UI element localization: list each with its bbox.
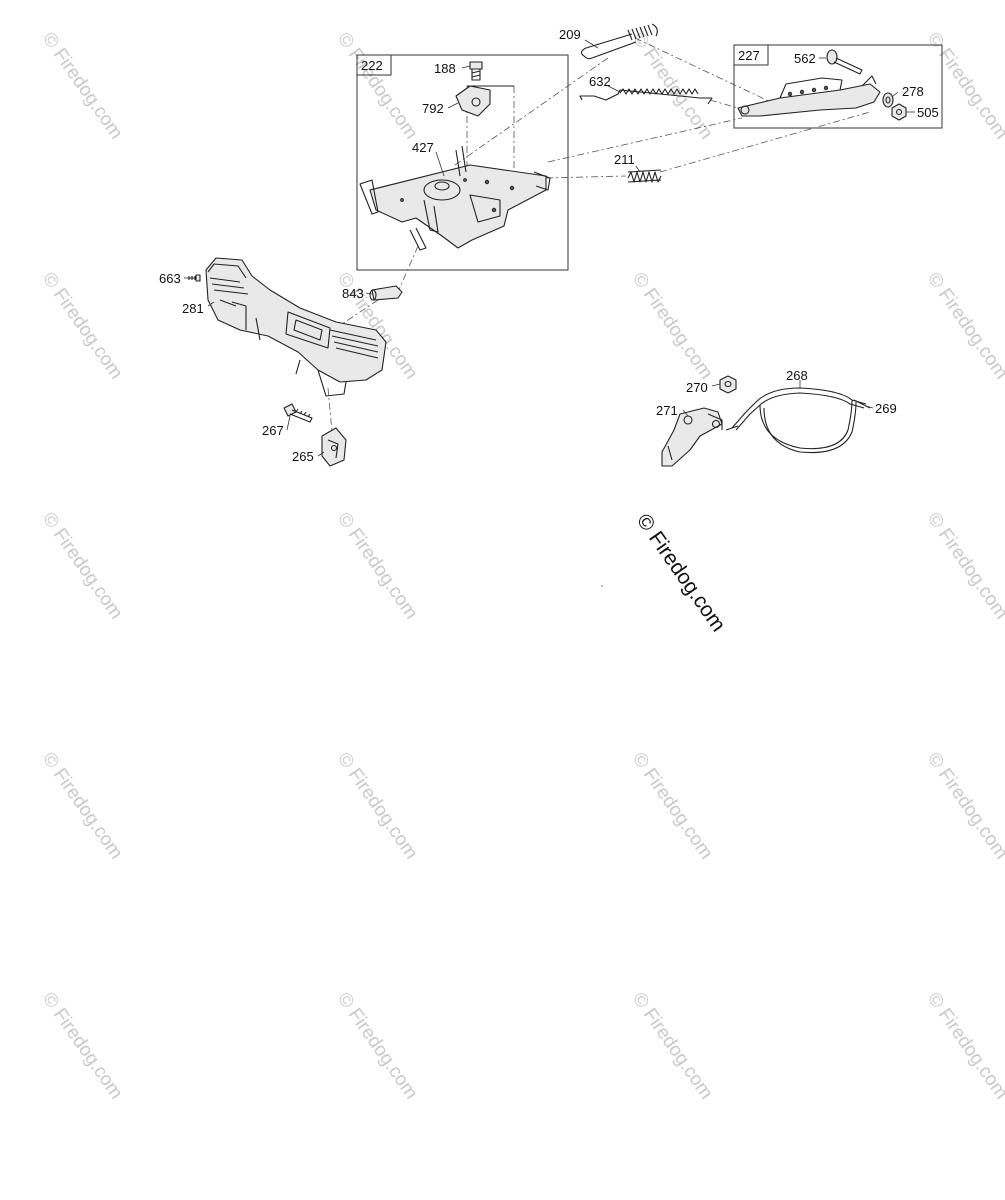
throttle-lever-227	[737, 75, 881, 117]
nut-505	[891, 103, 907, 121]
watermark: © Firedog.com	[38, 29, 127, 143]
link-rod-632	[579, 88, 713, 105]
spring-211	[627, 169, 662, 183]
screw-663	[188, 274, 201, 282]
callout-188: 188	[434, 61, 456, 76]
stray-dot	[601, 585, 603, 587]
callouts: 209 188 792 427 632 211 562 278 505 663 …	[159, 27, 939, 464]
leader-lines	[184, 39, 915, 457]
watermark: © Firedog.com	[628, 29, 717, 143]
callout-271: 271	[656, 403, 678, 418]
screw-562	[826, 49, 863, 75]
watermark: © Firedog.com	[333, 989, 422, 1103]
kit-227-label-box	[733, 44, 769, 66]
callout-843: 843	[342, 286, 364, 301]
nut-270	[719, 375, 737, 394]
watermark: © Firedog.com	[628, 749, 717, 863]
callout-792: 792	[422, 101, 444, 116]
kit-222-label: 222	[361, 58, 383, 73]
callout-209: 209	[559, 27, 581, 42]
control-plate-222	[359, 145, 551, 251]
watermark: © Firedog.com	[923, 989, 1005, 1103]
watermark: © Firedog.com	[38, 269, 127, 383]
washer-278	[882, 92, 894, 108]
watermark: © Firedog.com	[38, 509, 127, 623]
callout-632: 632	[589, 74, 611, 89]
watermark: © Firedog.com	[628, 989, 717, 1103]
spring-209	[580, 23, 658, 60]
callout-281: 281	[182, 301, 204, 316]
callout-268: 268	[786, 368, 808, 383]
callout-265: 265	[292, 449, 314, 464]
clip-265	[321, 427, 347, 467]
callout-269: 269	[875, 401, 897, 416]
watermark: © Firedog.com	[38, 989, 127, 1103]
watermark: © Firedog.com	[923, 509, 1005, 623]
main-watermark: © Firedog.com	[632, 510, 730, 636]
callout-562: 562	[794, 51, 816, 66]
watermark: © Firedog.com	[333, 749, 422, 863]
callout-278: 278	[902, 84, 924, 99]
bracket-271	[661, 407, 723, 467]
callout-267: 267	[262, 423, 284, 438]
screw-188	[469, 61, 483, 81]
watermark: © Firedog.com	[38, 749, 127, 863]
bracket-792	[455, 85, 514, 117]
kit-227-frame	[733, 44, 943, 129]
watermark: © Firedog.com	[923, 269, 1005, 383]
callout-505: 505	[917, 105, 939, 120]
kit-222-frame	[356, 54, 569, 271]
callout-427: 427	[412, 140, 434, 155]
watermark: © Firedog.com	[923, 749, 1005, 863]
bolt-267	[283, 403, 313, 423]
watermark: © Firedog.com	[333, 29, 422, 143]
kit-222-label-box	[356, 54, 392, 76]
callout-211: 211	[614, 152, 635, 167]
callout-663: 663	[159, 271, 181, 286]
kit-227-label: 227	[738, 48, 760, 63]
cable-268	[725, 387, 871, 454]
watermark: © Firedog.com	[923, 29, 1005, 143]
watermark: © Firedog.com	[628, 269, 717, 383]
panel-281	[205, 257, 387, 397]
sleeve-843	[369, 285, 403, 301]
watermark: © Firedog.com	[333, 509, 422, 623]
callout-270: 270	[686, 380, 708, 395]
